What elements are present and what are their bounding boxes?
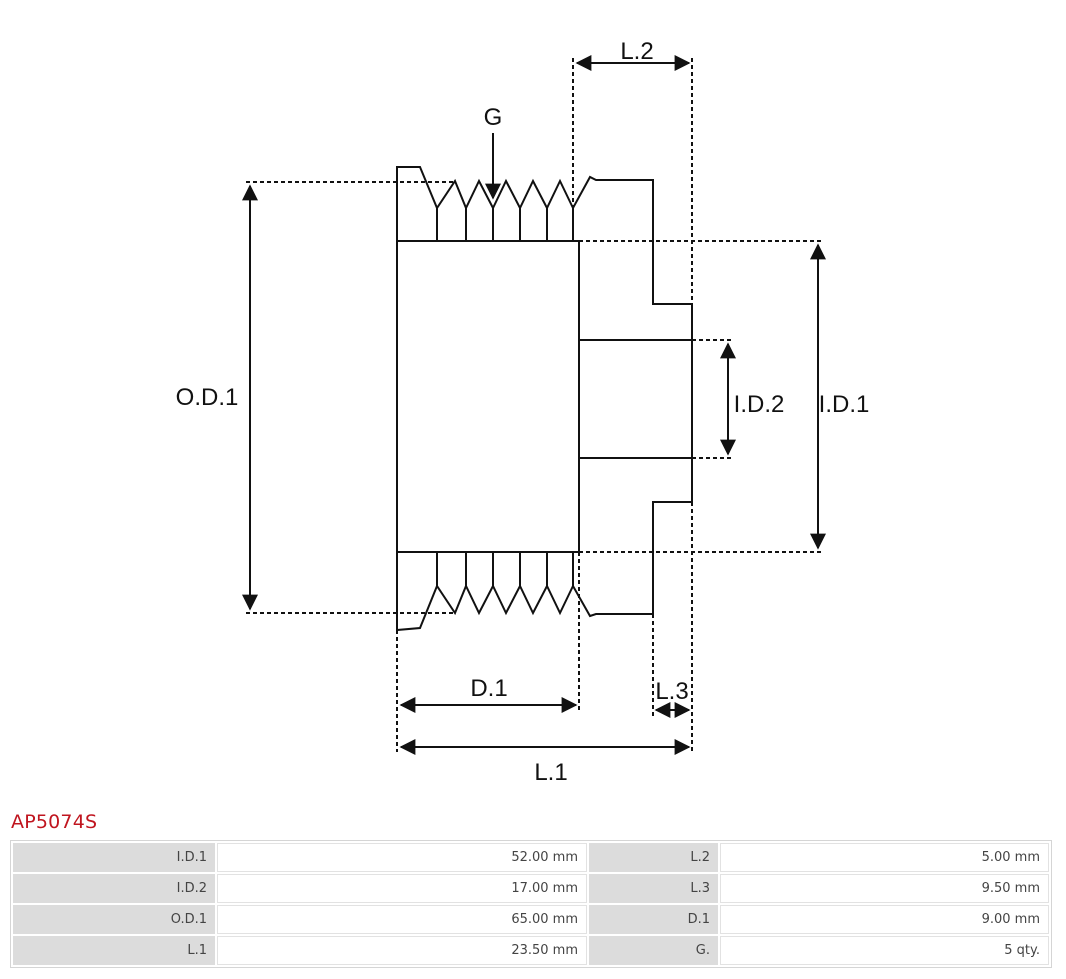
product-code: AP5074S — [11, 811, 98, 833]
od1-label: O.D.1 — [176, 384, 239, 411]
spec-label: I.D.1 — [13, 843, 215, 872]
id2-label: I.D.2 — [734, 391, 785, 418]
spec-value: 23.50 mm — [217, 936, 587, 965]
spec-value: 65.00 mm — [217, 905, 587, 934]
pulley-top-ribs — [396, 166, 693, 340]
pulley-bottom-ribs — [396, 458, 693, 632]
pulley-body — [396, 240, 580, 553]
spec-label: G. — [589, 936, 718, 965]
spec-label: I.D.2 — [13, 874, 215, 903]
spec-value: 9.00 mm — [720, 905, 1049, 934]
specs-table: I.D.1 52.00 mm L.2 5.00 mm I.D.2 17.00 m… — [10, 840, 1052, 968]
table-row: L.1 23.50 mm G. 5 qty. — [13, 936, 1049, 965]
table-row: I.D.1 52.00 mm L.2 5.00 mm — [13, 843, 1049, 872]
dimension-arrows — [242, 55, 826, 755]
spec-label: L.1 — [13, 936, 215, 965]
l2-label: L.2 — [620, 38, 653, 65]
spec-value: 5 qty. — [720, 936, 1049, 965]
g-label: G — [484, 104, 503, 131]
spec-label: L.3 — [589, 874, 718, 903]
spec-label: O.D.1 — [13, 905, 215, 934]
l1-label: L.1 — [534, 759, 567, 786]
extension-lines — [246, 58, 822, 752]
spec-value: 52.00 mm — [217, 843, 587, 872]
spec-label: L.2 — [589, 843, 718, 872]
table-row: O.D.1 65.00 mm D.1 9.00 mm — [13, 905, 1049, 934]
spec-value: 17.00 mm — [217, 874, 587, 903]
pulley-bore — [579, 339, 693, 459]
pulley-technical-drawing: L.2 G O.D.1 I.D.2 I.D.1 D.1 L.3 L.1 — [176, 38, 870, 786]
table-row: I.D.2 17.00 mm L.3 9.50 mm — [13, 874, 1049, 903]
spec-label: D.1 — [589, 905, 718, 934]
pulley-outline — [396, 166, 693, 632]
spec-value: 9.50 mm — [720, 874, 1049, 903]
d1-label: D.1 — [470, 675, 507, 702]
spec-value: 5.00 mm — [720, 843, 1049, 872]
id1-label: I.D.1 — [819, 391, 870, 418]
pulley-drawing-svg: L.2 G O.D.1 I.D.2 I.D.1 D.1 L.3 L.1 — [176, 38, 870, 786]
l3-label: L.3 — [655, 678, 688, 705]
